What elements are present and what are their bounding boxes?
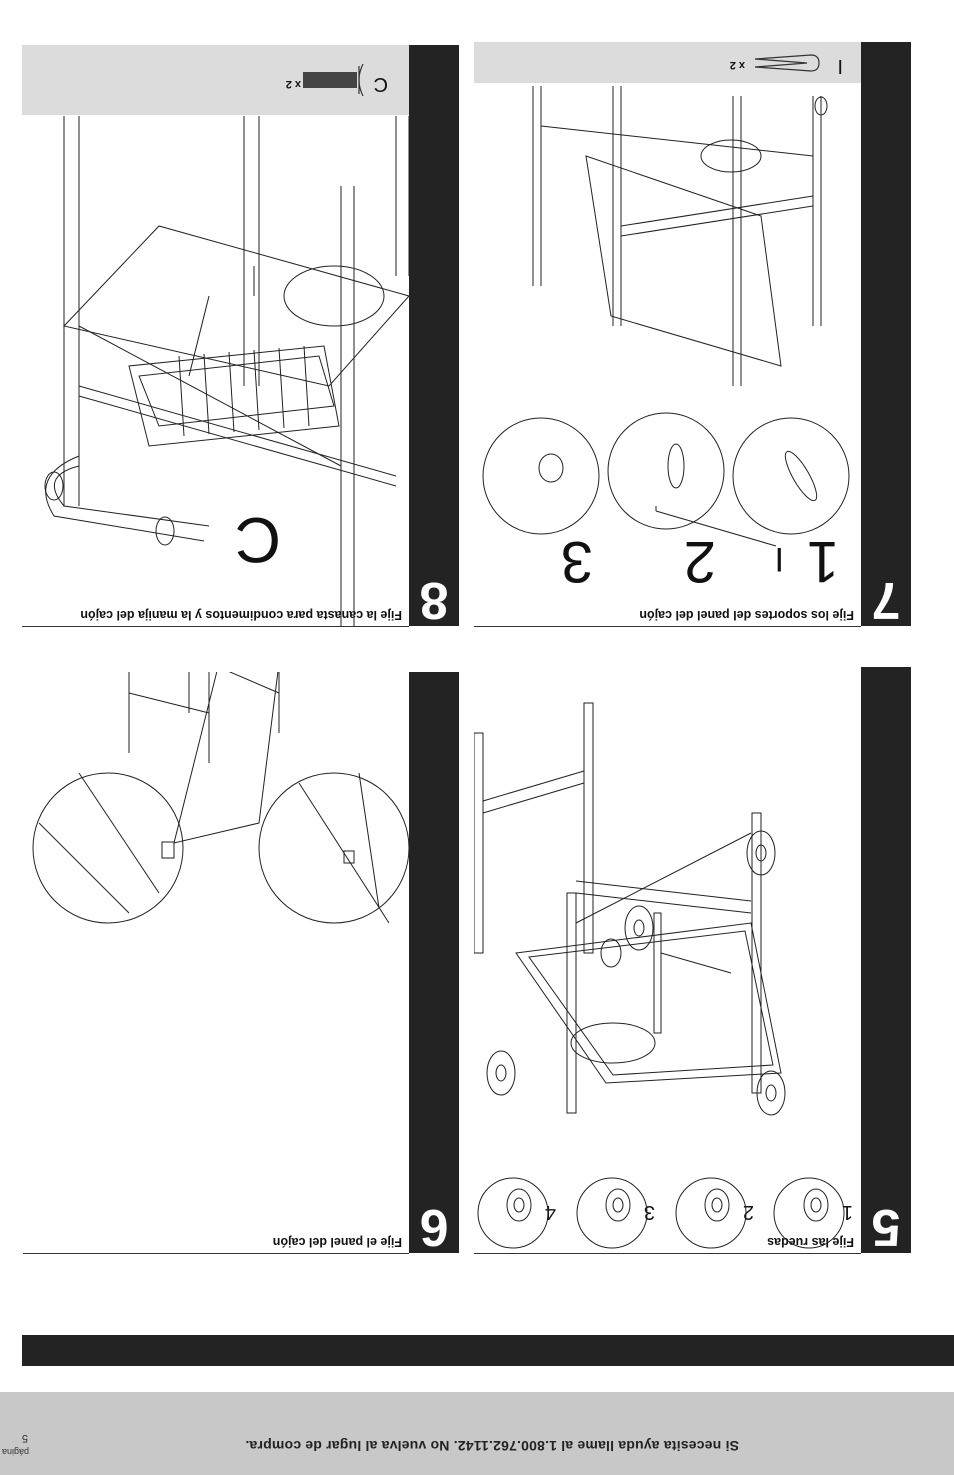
page-number: 5 [21, 1432, 28, 1444]
part-letter: I [837, 55, 843, 77]
parts-bar: C x 2 [22, 45, 409, 115]
part-quantity: x 2 [729, 59, 745, 71]
drawer-support-illustration [474, 86, 911, 626]
spice-basket-illustration [22, 115, 459, 626]
caster-wheel-icon [507, 1189, 828, 1221]
parts-bar: I x 2 [474, 42, 861, 83]
screw-icon [303, 63, 364, 97]
drawer-panel-illustration [23, 672, 459, 1253]
divider-bar [22, 1335, 954, 1366]
step-8-panel: 8 Fije la canasta para condimentos y la … [22, 45, 459, 629]
caster-assembly-illustration [474, 667, 911, 1253]
footer: página 5 Si necesita ayuda llame al 1.80… [0, 1392, 954, 1475]
step-7-panel: 7 Fije los soportes del panel del cajón … [474, 42, 911, 629]
hitch-pin-icon [754, 54, 820, 72]
help-line: Si necesita ayuda llame al 1.800.762.114… [245, 1438, 739, 1454]
rule [22, 626, 409, 627]
rule [474, 626, 861, 627]
step-6-panel: 6 Fije el panel del cajón [23, 672, 459, 1256]
page-label: página [1, 1447, 29, 1457]
rule [474, 1253, 861, 1254]
step-5-panel: 5 Fije las ruedas 1 2 3 4 [474, 667, 911, 1256]
part-letter: C [373, 73, 388, 95]
rule [23, 1253, 409, 1254]
